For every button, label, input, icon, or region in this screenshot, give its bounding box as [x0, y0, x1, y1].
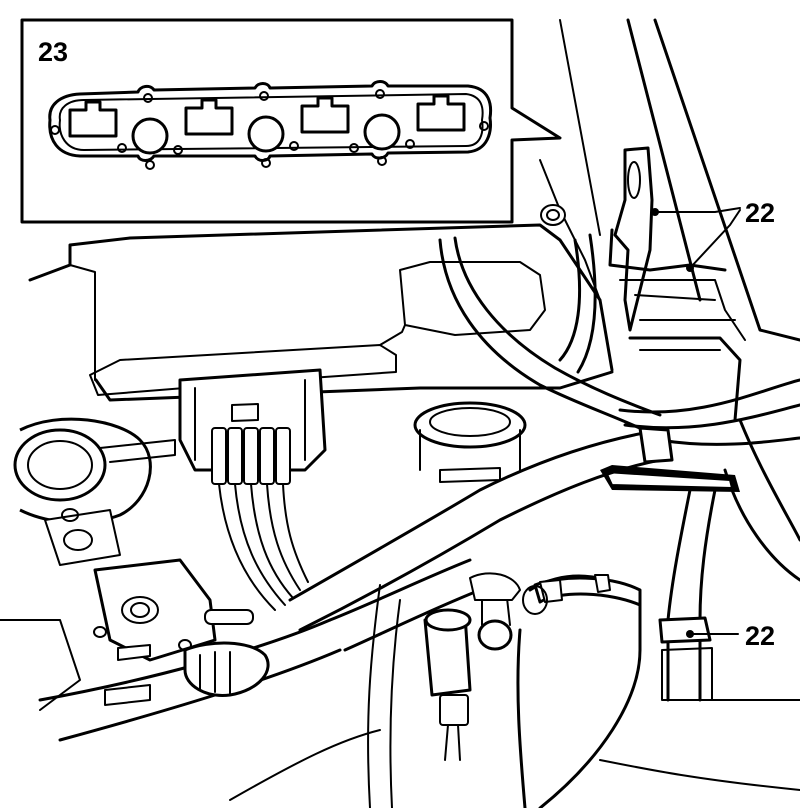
- inset-gasket-detail: 23: [20, 18, 562, 224]
- engine-line-art: [0, 18, 800, 808]
- leader-dot: [686, 630, 694, 638]
- inset-callout-23: 23: [38, 37, 68, 67]
- connector-plug: [211, 427, 291, 485]
- callout-22-upper: 22: [745, 198, 775, 228]
- callout-leaders: [651, 207, 741, 638]
- callout-22-lower: 22: [745, 621, 775, 651]
- leader-dot: [651, 208, 659, 216]
- leader-dot: [686, 264, 694, 272]
